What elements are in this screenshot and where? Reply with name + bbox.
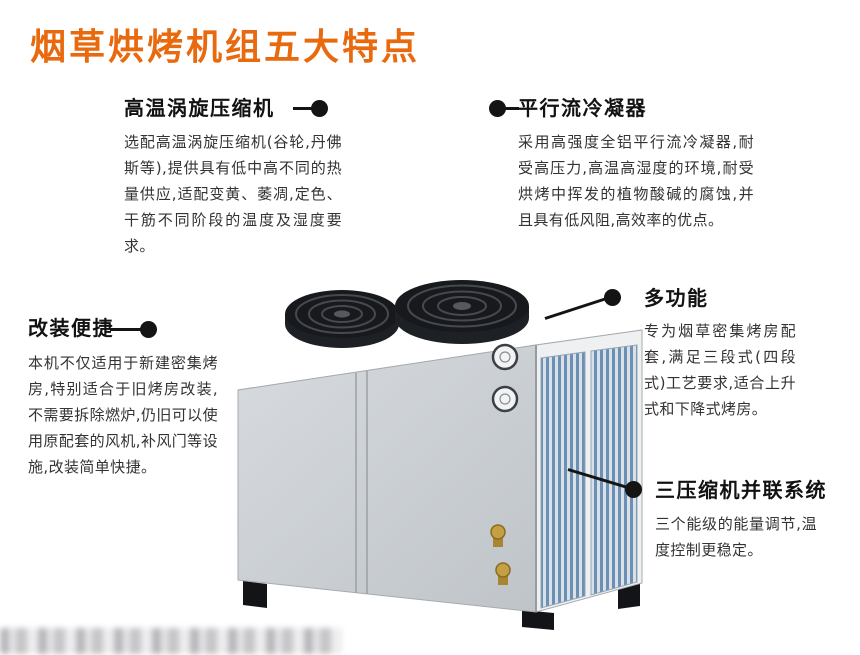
heat-pump-unit-illustration <box>237 280 643 630</box>
callout-dot-multifunction <box>604 289 621 306</box>
machine-feet <box>243 581 640 630</box>
callout-dot-condenser <box>489 100 506 117</box>
feature-body-condenser: 采用高强度全铝平行流冷凝器,耐受高压力,高温高湿度的环境,耐受烘烤中挥发的植物酸… <box>518 133 754 229</box>
feature-body-retrofit: 本机不仅适用于新建密集烤房,特别适合于旧烤房改装,不需要拆除燃炉,仍旧可以使用原… <box>28 354 218 476</box>
pressure-gauges-icon <box>491 343 519 413</box>
condenser-coil-right <box>590 344 638 596</box>
feature-heading-compressor: 高温涡旋压缩机 <box>124 96 275 120</box>
feature-heading-condenser: 平行流冷凝器 <box>518 96 647 120</box>
service-valves-icon <box>490 524 511 585</box>
callout-line-retrofit <box>110 328 144 331</box>
callout-line-condenser <box>504 107 519 110</box>
feature-heading-multifunction: 多功能 <box>644 286 709 310</box>
callout-dot-compressor <box>311 100 328 117</box>
machine-front-face <box>237 344 537 613</box>
feature-heading-retrofit: 改装便捷 <box>28 316 114 340</box>
feature-body-multifunction: 专为烟草密集烤房配套,满足三段式(四段式)工艺要求,适合上升式和下降式烤房。 <box>644 322 796 418</box>
feature-body-compressor: 选配高温涡旋压缩机(谷轮,丹佛斯等),提供具有低中高不同的热量供应,适配变黄、萎… <box>124 133 342 255</box>
callout-dot-retrofit <box>140 321 157 338</box>
feature-body-parallel-compressors: 三个能级的能量调节,温度控制更稳定。 <box>655 515 817 559</box>
fan-right-icon <box>395 280 529 344</box>
watermark-blur <box>0 628 342 654</box>
condenser-coil-left <box>540 351 586 609</box>
callout-line-compressor <box>293 107 315 110</box>
callout-dot-parallel-compressors <box>625 481 642 498</box>
fan-left-icon <box>285 290 399 348</box>
page-title: 烟草烘烤机组五大特点 <box>30 27 421 68</box>
feature-heading-parallel-compressors: 三压缩机并联系统 <box>655 478 827 502</box>
